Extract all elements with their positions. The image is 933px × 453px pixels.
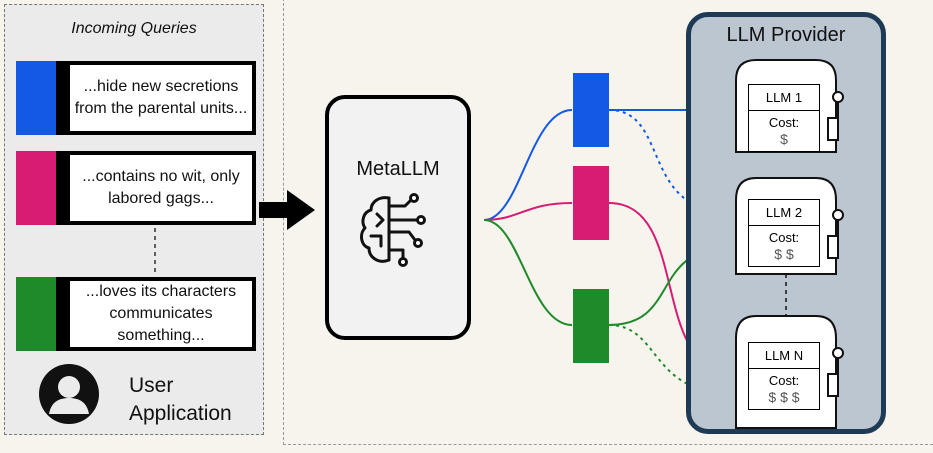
cost-label: Cost: [768, 115, 800, 130]
cost-value: $ [780, 131, 788, 147]
user-label-line1: User [129, 374, 174, 397]
query-color-tag-blue [16, 61, 56, 135]
query-text: ...contains no wit, only labored gags... [70, 155, 252, 221]
llmn-cost: Cost: $ $ $ [748, 368, 820, 410]
metallm-label: MetaLLM [356, 158, 440, 180]
query-text: ...loves its characters communicates som… [70, 281, 252, 347]
cost-label: Cost: [768, 373, 800, 388]
query-item-2: ...contains no wit, only labored gags... [16, 151, 256, 225]
query-ellipsis-connector [154, 228, 156, 276]
routing-region [283, 0, 933, 445]
user-avatar-icon [39, 364, 99, 424]
llm2-cost: Cost: $ $ [748, 225, 820, 267]
cost-value: $ $ [774, 246, 794, 262]
route-line-blue [483, 109, 573, 221]
query-box: ...hide new secretions from the parental… [56, 61, 256, 135]
query-box: ...loves its characters communicates som… [56, 277, 256, 351]
llm1-cost: Cost: $ [748, 110, 820, 152]
llmn-name: LLM N [748, 342, 820, 370]
incoming-queries-title: Incoming Queries [71, 20, 197, 37]
route-line-green [483, 219, 573, 326]
user-label-line2: Application [129, 402, 232, 425]
query-item-3: ...loves its characters communicates som… [16, 277, 256, 351]
user-application-label: User Application [129, 372, 232, 428]
route-line-pink [483, 202, 573, 221]
query-color-tag-green [16, 277, 56, 351]
brain-circuit-icon [360, 193, 426, 267]
query-text: ...hide new secretions from the parental… [70, 65, 252, 131]
input-arrow [259, 190, 315, 230]
routed-query-tag-blue [573, 73, 609, 147]
query-box: ...contains no wit, only labored gags... [56, 151, 256, 225]
query-color-tag-pink [16, 151, 56, 225]
llm1-name: LLM 1 [748, 84, 820, 112]
llm2-name: LLM 2 [748, 199, 820, 227]
metallm-router [325, 95, 471, 340]
cost-value: $ $ $ [768, 389, 800, 405]
routed-query-tag-green [573, 289, 609, 363]
routed-query-tag-pink [573, 166, 609, 240]
cost-label: Cost: [768, 230, 800, 245]
llm-provider-title: LLM Provider [726, 24, 846, 46]
query-item-1: ...hide new secretions from the parental… [16, 61, 256, 135]
